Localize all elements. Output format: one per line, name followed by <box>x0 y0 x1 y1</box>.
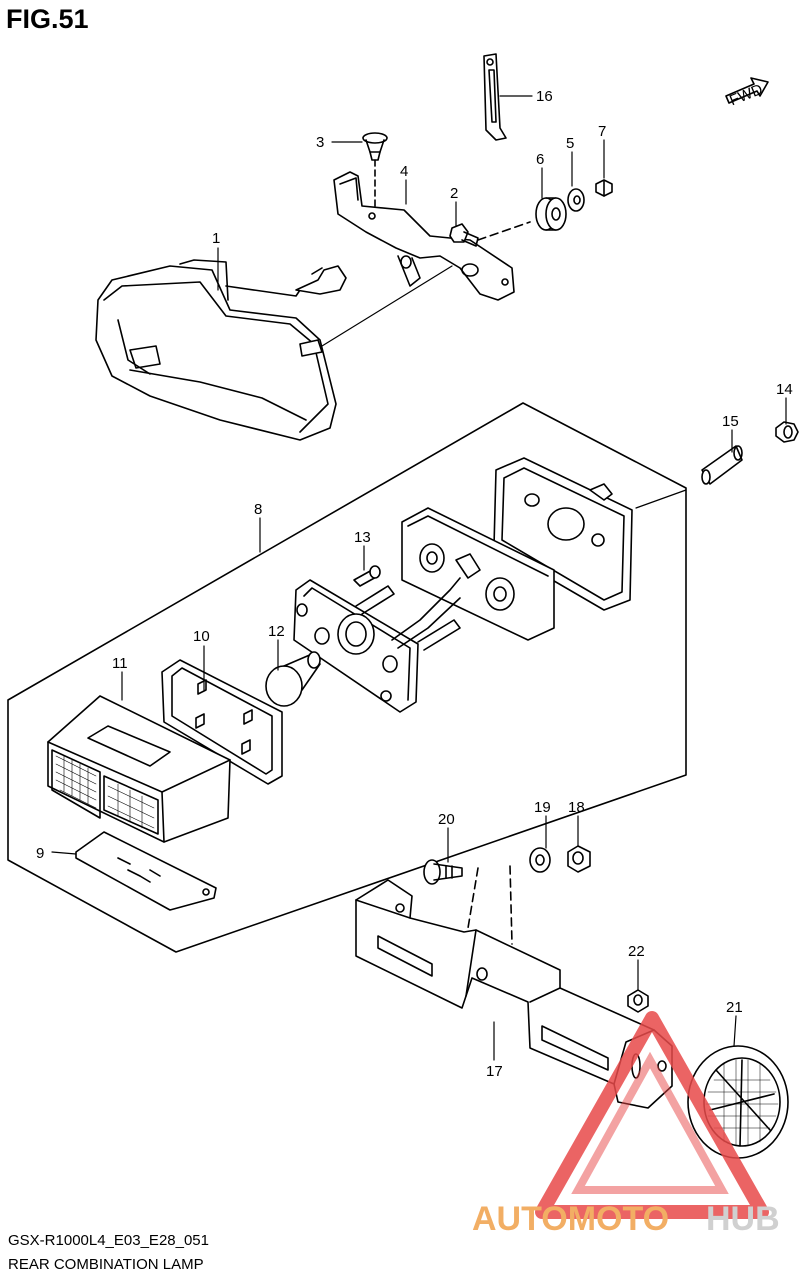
callout-numbers: 1 2 3 4 5 6 7 8 9 10 11 12 13 14 15 16 1… <box>36 88 793 1080</box>
callout-8: 8 <box>254 501 262 518</box>
callout-16: 16 <box>536 88 553 105</box>
part-20-bolt <box>423 859 463 885</box>
callout-10: 10 <box>193 628 210 645</box>
callout-21: 21 <box>726 999 743 1016</box>
part-9-plate <box>75 831 217 911</box>
fwd-arrow-icon <box>725 77 769 104</box>
reflector-21-texture <box>705 1059 779 1147</box>
callout-5: 5 <box>566 135 574 152</box>
callout-4: 4 <box>400 163 408 180</box>
figure-name-caption: REAR COMBINATION LAMP <box>8 1256 204 1273</box>
part-10-gasket <box>161 659 283 785</box>
watermark-text-primary: AUTOMOTO <box>472 1200 669 1238</box>
lamp-stud-bolts <box>355 585 461 651</box>
callout-20: 20 <box>438 811 455 828</box>
part-3-screw <box>362 132 388 161</box>
callout-17: 17 <box>486 1063 503 1080</box>
part-4-bracket <box>333 171 515 301</box>
part-6-grommet <box>535 197 567 231</box>
callout-7: 7 <box>598 123 606 140</box>
figure-title: FIG.51 <box>6 4 89 34</box>
part-11-reflector-lens <box>47 695 231 843</box>
callout-13: 13 <box>354 529 371 546</box>
fwd-label: FWD <box>727 81 765 110</box>
figure-code-caption: GSX-R1000L4_E03_E28_051 <box>8 1232 209 1249</box>
callout-9: 9 <box>36 845 44 862</box>
part-5-washer <box>567 188 585 212</box>
callout-22: 22 <box>628 943 645 960</box>
watermark-logo: AUTOMOTO HUB <box>472 1011 780 1238</box>
part-8-assembly-outline <box>7 402 687 953</box>
callout-12: 12 <box>268 623 285 640</box>
callout-15: 15 <box>722 413 739 430</box>
watermark-text-secondary: HUB <box>706 1200 780 1238</box>
part-16-strap <box>483 53 507 141</box>
callout-2: 2 <box>450 185 458 202</box>
part-7-nut <box>595 179 613 197</box>
callout-1: 1 <box>212 230 220 247</box>
callout-18: 18 <box>568 799 585 816</box>
callout-11: 11 <box>112 655 128 672</box>
lamp-socket-plate <box>293 577 461 713</box>
part-15-spacer <box>701 445 743 485</box>
callout-leader-lines <box>51 95 787 1061</box>
part-1-tail-lamp <box>95 259 347 441</box>
part-12-bulb <box>265 651 321 707</box>
callout-6: 6 <box>536 151 544 168</box>
part-13-screw <box>353 565 381 587</box>
callout-14: 14 <box>776 381 793 398</box>
callout-19: 19 <box>534 799 551 816</box>
part-18-nut <box>567 845 591 873</box>
callout-3: 3 <box>316 134 324 151</box>
part-2-bolt <box>449 223 479 247</box>
part-14-nut <box>775 421 799 443</box>
lamp-rear-housing <box>401 507 555 641</box>
part-22-nut <box>627 989 649 1013</box>
reflector-texture <box>55 755 155 829</box>
part-19-washer <box>529 847 551 873</box>
